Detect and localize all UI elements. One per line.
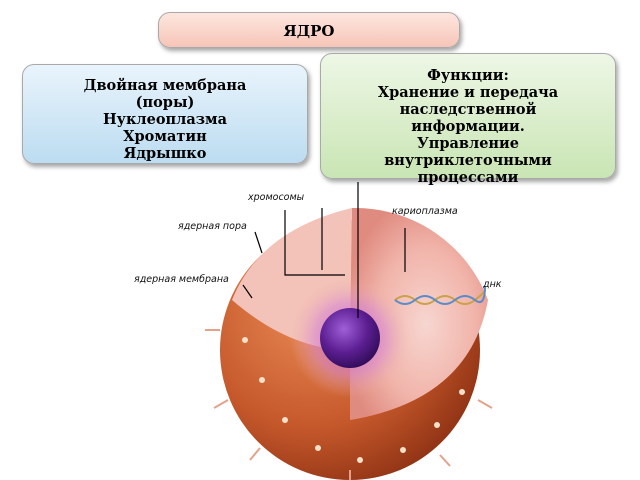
functions-line: наследственной — [399, 101, 537, 118]
label-karyoplasm: кариоплазма — [392, 206, 458, 217]
functions-line: информации. — [411, 118, 525, 135]
structure-line: Нуклеоплазма — [102, 111, 228, 128]
structure-line: Ядрышко — [123, 145, 207, 162]
pointer-lines — [242, 182, 406, 318]
label-dna: днк — [482, 279, 502, 290]
functions-box: Функции: Хранение и передача наследствен… — [320, 53, 616, 186]
page-title: ЯДРО — [283, 22, 335, 40]
functions-line: Хранение и передача — [377, 84, 559, 101]
functions-line: процессами — [417, 169, 519, 186]
dna-strand — [394, 285, 486, 305]
nucleolus — [320, 308, 380, 368]
structure-box: Двойная мембрана (поры) Нуклеоплазма Хро… — [22, 64, 308, 164]
functions-line: Управление — [416, 135, 520, 152]
title-box: ЯДРО — [158, 12, 460, 48]
nuclear-pores — [242, 337, 465, 463]
structure-line: Хроматин — [123, 128, 207, 145]
label-nuclear-membrane: ядерная мембрана — [134, 274, 229, 285]
functions-line: Функции: — [427, 67, 509, 84]
structure-line: Двойная мембрана — [83, 77, 247, 94]
membrane-spikes — [205, 329, 493, 480]
label-nuclear-pore: ядерная пора — [178, 221, 247, 232]
label-chromosomes: хромосомы — [247, 192, 305, 203]
structure-line: (поры) — [135, 94, 195, 111]
functions-line: внутриклеточными — [384, 152, 552, 169]
